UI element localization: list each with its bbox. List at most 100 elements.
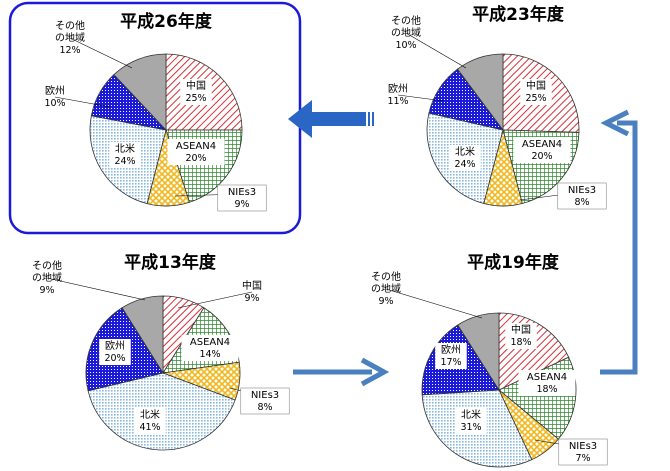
slice-percent: 17% — [440, 357, 461, 368]
leader-line — [69, 37, 133, 69]
chart-title: 平成26年度 — [120, 11, 213, 32]
slice-name: その他 — [55, 19, 85, 32]
arrow-13-to-19 — [293, 357, 390, 387]
leader-line — [385, 288, 483, 319]
slice-name: 中国 — [526, 79, 546, 92]
slice-percent: 24% — [114, 156, 135, 167]
slice-label-china: 中国9% — [177, 279, 262, 309]
chart-title: 平成23年度 — [472, 4, 565, 25]
slice-percent: 9% — [378, 296, 393, 307]
slice-percent: 25% — [525, 93, 546, 104]
slice-name: 欧州 — [105, 340, 125, 352]
pie-slice-others — [456, 53, 504, 132]
slice-name: ASEAN4 — [522, 139, 562, 150]
slice-percent: 12% — [59, 45, 80, 56]
slice-name: 欧州 — [388, 83, 408, 95]
label-background — [455, 408, 487, 434]
slice-percent: 20% — [185, 153, 206, 164]
label-background — [513, 137, 571, 163]
slice-percent: 25% — [185, 93, 206, 104]
label-background — [518, 370, 576, 396]
slice-percent: 11% — [387, 96, 408, 107]
slice-percent: 18% — [536, 384, 557, 395]
slice-name: NIEs3 — [569, 441, 597, 452]
slice-name: 中国 — [242, 279, 262, 292]
arrow-19-to-23 — [600, 109, 638, 375]
chart-title: 平成13年度 — [124, 252, 217, 273]
slice-name: 中国 — [186, 79, 206, 92]
label-background — [167, 139, 225, 165]
slice-name: 北米 — [115, 142, 135, 155]
label-background — [520, 79, 552, 105]
label-background — [99, 339, 131, 365]
slice-name: 北米 — [461, 408, 481, 421]
slice-percent: 7% — [575, 453, 590, 464]
slice-percent: 31% — [460, 422, 481, 433]
slice-percent: 20% — [531, 151, 552, 162]
slice-percent: 9% — [244, 293, 259, 304]
slice-name: その他 — [391, 14, 421, 27]
slice-name: NIEs3 — [228, 187, 256, 198]
slice-name: 欧州 — [441, 344, 461, 356]
label-background — [109, 142, 141, 168]
leader-line — [397, 94, 445, 102]
arrow-23-to-26 — [288, 100, 374, 138]
slice-name: 北米 — [455, 145, 475, 158]
slice-name: 北米 — [140, 408, 160, 421]
chart-title: 平成19年度 — [467, 252, 560, 273]
slice-percent: 9% — [234, 199, 249, 210]
label-background — [449, 145, 481, 171]
pie-slice-others — [113, 53, 167, 132]
leader-line — [46, 277, 146, 301]
label-background — [134, 408, 166, 434]
leader-line — [177, 291, 253, 309]
slice-name: その他 — [371, 270, 401, 283]
slice-percent: 20% — [104, 353, 125, 364]
slice-name: ASEAN4 — [190, 337, 230, 348]
slice-percent: 8% — [257, 402, 272, 413]
slice-percent: 10% — [395, 40, 416, 51]
slice-name: ASEAN4 — [176, 141, 216, 152]
slice-percent: 41% — [139, 422, 160, 433]
slice-name: 欧州 — [45, 85, 65, 97]
label-background — [435, 343, 467, 369]
slice-name: NIEs3 — [251, 390, 279, 401]
slice-percent: 18% — [510, 337, 531, 348]
slice-percent: 14% — [199, 349, 220, 360]
slice-percent: 8% — [574, 197, 589, 208]
label-background — [557, 182, 607, 210]
leader-line — [405, 32, 467, 69]
label-background — [558, 438, 608, 466]
label-background — [181, 335, 239, 361]
slice-name: の地域 — [32, 271, 62, 284]
slice-percent: 10% — [44, 98, 65, 109]
label-background — [217, 184, 267, 212]
leader-line — [54, 96, 111, 108]
label-background — [240, 387, 290, 415]
slice-name: ASEAN4 — [527, 372, 567, 383]
slice-name: の地域 — [55, 31, 85, 44]
